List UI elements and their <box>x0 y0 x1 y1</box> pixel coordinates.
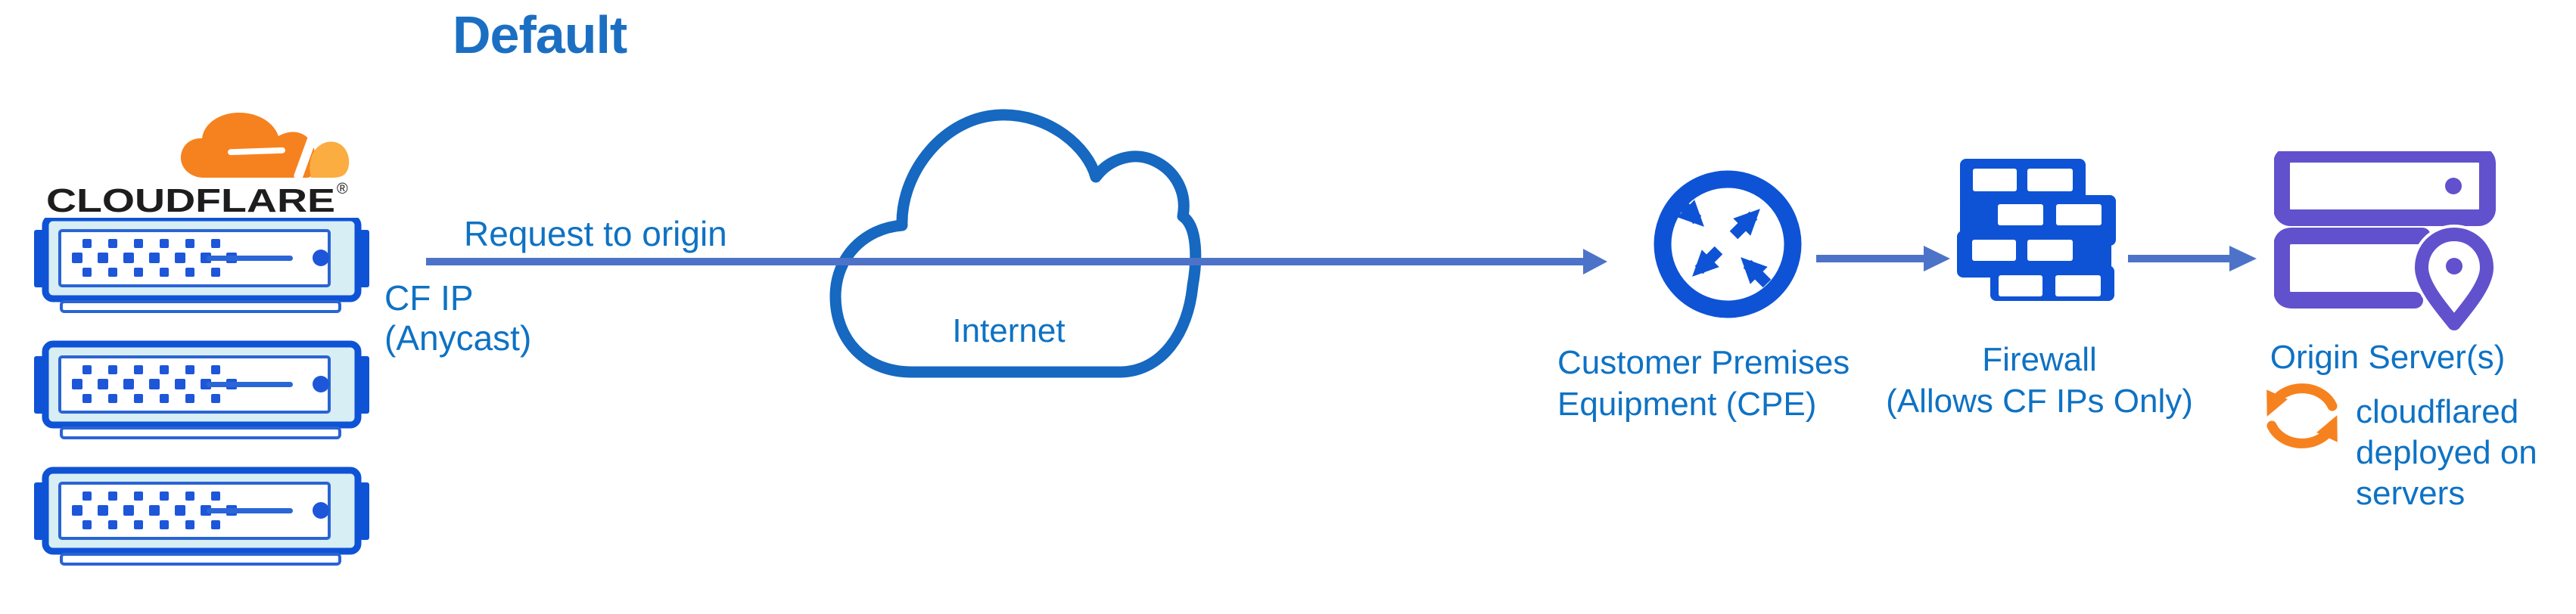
request-to-origin-label: Request to origin <box>464 214 727 253</box>
cloudflared-sync-icon <box>2266 383 2338 448</box>
firewall-icon <box>1957 159 2116 301</box>
origin-servers-icon <box>2274 151 2497 333</box>
internet-cloud-icon: Internet <box>829 109 1202 378</box>
cloudflare-cloud-icon <box>180 112 350 181</box>
cpe-router-icon <box>1654 170 1802 318</box>
arrowhead-icon <box>1583 249 1607 274</box>
cpe-label: Customer Premises Equipment (CPE) <box>1557 344 1850 423</box>
firewall-label: Firewall (Allows CF IPs Only) <box>1886 341 2193 420</box>
cloudflare-wordmark: CLOUDFLARE <box>46 182 335 219</box>
diagram-title: Default <box>453 5 627 64</box>
origin-servers-label: Origin Server(s) <box>2270 339 2506 376</box>
cloudflare-server-icon <box>34 218 369 312</box>
cloudflare-logo: CLOUDFLARE ® <box>46 112 350 219</box>
cloudflare-server-stack <box>34 218 370 575</box>
cloudflare-server-icon <box>34 470 369 564</box>
location-pin-icon <box>2412 225 2497 333</box>
cloudflared-label: cloudflared deployed on servers <box>2356 393 2537 512</box>
internet-label: Internet <box>952 312 1065 349</box>
registered-mark-icon: ® <box>337 181 348 197</box>
cloudflare-server-icon <box>34 344 369 438</box>
arrowhead-icon <box>2229 246 2257 271</box>
cf-ip-anycast-label: CF IP (Anycast) <box>384 278 532 358</box>
arrowhead-icon <box>1924 246 1950 271</box>
